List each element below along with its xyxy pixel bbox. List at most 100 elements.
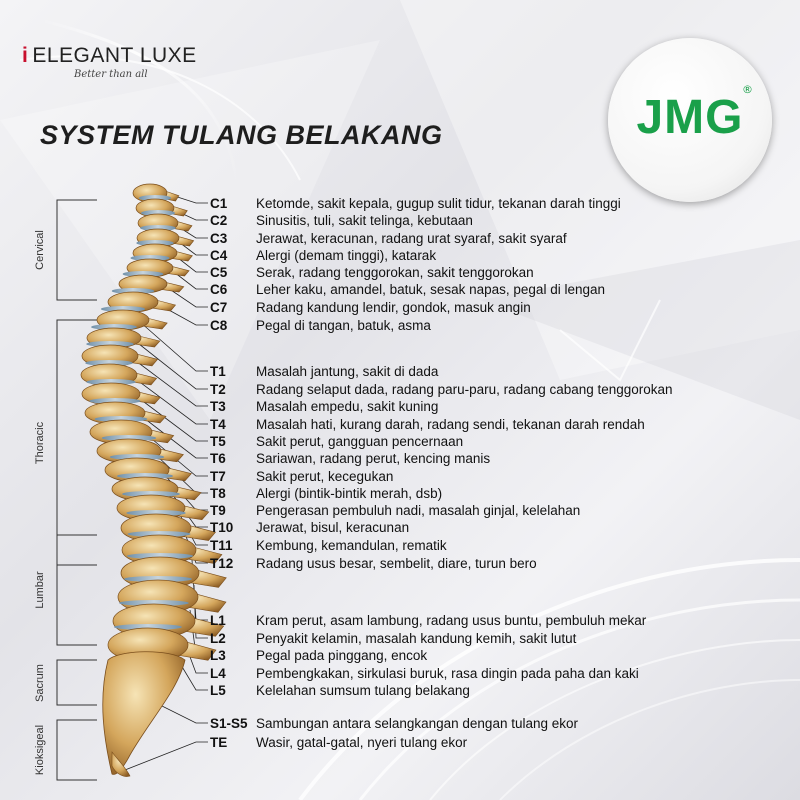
segment-code: T7 bbox=[210, 468, 226, 484]
segment-code: T8 bbox=[210, 485, 226, 501]
segment-description: Penyakit kelamin, masalah kandung kemih,… bbox=[256, 630, 577, 646]
segment-code: C8 bbox=[210, 317, 228, 333]
brand-name-text: ELEGANT LUXE bbox=[32, 44, 197, 67]
segment-description: Jerawat, bisul, keracunan bbox=[256, 519, 410, 535]
intervertebral-disc bbox=[89, 398, 141, 404]
segment-description: Pegal pada pinggang, encok bbox=[256, 647, 428, 663]
segment-description: Kram perut, asam lambung, radang usus bu… bbox=[256, 612, 647, 628]
segment-row-t8: T8 Alergi (bintik-bintik merah, dsb) bbox=[210, 484, 442, 502]
leader-line bbox=[133, 339, 208, 390]
region-label-lumbar: Lumbar bbox=[34, 571, 46, 609]
segment-code: T4 bbox=[210, 416, 226, 432]
segment-code: C1 bbox=[210, 195, 228, 211]
intervertebral-disc bbox=[126, 510, 186, 516]
region-bracket bbox=[56, 719, 97, 781]
leader-line bbox=[124, 741, 208, 771]
leader-line bbox=[135, 395, 208, 442]
segment-row-t5: T5 Sakit perut, gangguan pencernaan bbox=[210, 432, 463, 450]
intervertebral-disc bbox=[111, 288, 155, 294]
region-label-sacrum: Sacrum bbox=[34, 663, 46, 702]
segment-code: L3 bbox=[210, 647, 226, 663]
leader-line bbox=[169, 268, 208, 290]
brand-prefix: i bbox=[22, 44, 29, 67]
segment-code: T2 bbox=[210, 381, 226, 397]
segment-description: Kelelahan sumsum tulang belakang bbox=[256, 682, 470, 698]
segment-row-c8: C8 Pegal di tangan, batuk, asma bbox=[210, 316, 431, 334]
vertebral-column bbox=[80, 183, 227, 777]
segment-description: Alergi (demam tinggi), katarak bbox=[256, 247, 437, 263]
segment-description: Radang kandung lendir, gondok, masuk ang… bbox=[256, 299, 531, 315]
segment-description: Sambungan antara selangkangan dengan tul… bbox=[256, 715, 579, 731]
intervertebral-disc bbox=[127, 531, 191, 537]
segment-description: Pegal di tangan, batuk, asma bbox=[256, 317, 431, 333]
segment-description: Masalah jantung, sakit di dada bbox=[256, 363, 439, 379]
leader-line bbox=[139, 414, 208, 459]
segment-row-t9: T9 Pengerasan pembuluh nadi, masalah ginj… bbox=[210, 501, 580, 519]
leader-line bbox=[139, 321, 208, 372]
segment-description: Alergi (bintik-bintik merah, dsb) bbox=[256, 485, 443, 501]
region-bracket bbox=[56, 659, 97, 706]
region-label-kioksigeal: Kioksigeal bbox=[34, 724, 46, 776]
intervertebral-disc bbox=[116, 473, 174, 479]
segment-code: C6 bbox=[210, 281, 228, 297]
segment-description: Kembung, kemandulan, rematik bbox=[256, 537, 447, 553]
segment-description: Wasir, gatal-gatal, nyeri tulang ekor bbox=[256, 734, 468, 750]
leader-line bbox=[145, 433, 208, 477]
jmg-logo-text: JMG bbox=[636, 91, 744, 144]
region-bracket bbox=[56, 534, 97, 646]
region-bracket bbox=[56, 319, 97, 566]
segment-row-c2: C2 Sinusitis, tuli, sakit telinga, kebuta… bbox=[210, 211, 473, 229]
intervertebral-disc bbox=[114, 624, 182, 630]
intervertebral-disc bbox=[126, 553, 194, 559]
segment-description: Pembengkakan, sirkulasi buruk, rasa ding… bbox=[256, 665, 639, 681]
segment-description: Serak, radang tenggorokan, sakit tenggor… bbox=[256, 264, 534, 280]
segment-row-l4: L4 Pembengkakan, sirkulasi buruk, rasa di… bbox=[210, 664, 639, 682]
page-title: SYSTEM TULANG BELAKANG bbox=[40, 120, 443, 150]
segment-code: TE bbox=[210, 734, 228, 750]
region-brackets bbox=[56, 199, 97, 781]
segment-row-c1: C1 Ketomde, sakit kepala, gugup sulit tid… bbox=[210, 194, 621, 212]
segment-description: Radang usus besar, sembelit, diare, turu… bbox=[256, 555, 537, 571]
sacrum bbox=[102, 651, 186, 775]
segment-code: C5 bbox=[210, 264, 228, 280]
intervertebral-disc bbox=[100, 306, 146, 312]
segment-code: C4 bbox=[210, 247, 228, 263]
segment-code: T5 bbox=[210, 433, 226, 449]
intervertebral-disc bbox=[124, 576, 192, 582]
segment-row-c5: C5 Serak, radang tenggorokan, sakit tengg… bbox=[210, 263, 534, 281]
segment-description: Pengerasan pembuluh nadi, masalah ginjal… bbox=[256, 502, 581, 518]
intervertebral-disc bbox=[101, 435, 157, 441]
region-label-cervical: Cervical bbox=[34, 230, 46, 270]
segment-code: L4 bbox=[210, 665, 226, 681]
intervertebral-disc bbox=[91, 324, 137, 330]
segment-code: C7 bbox=[210, 299, 228, 315]
segment-description: Sakit perut, gangguan pencernaan bbox=[256, 433, 464, 449]
leader-line bbox=[164, 285, 208, 308]
segment-description: Sinusitis, tuli, sakit telinga, kebutaan bbox=[256, 212, 473, 228]
segment-code: T11 bbox=[210, 537, 233, 553]
segment-description: Sariawan, radang perut, kencing manis bbox=[256, 450, 491, 466]
segment-row-te: TE Wasir, gatal-gatal, nyeri tulang ekor bbox=[210, 733, 467, 751]
segment-code: C3 bbox=[210, 230, 228, 246]
brand-tagline: Better than all bbox=[74, 69, 148, 80]
jmg-logo: JMG ® bbox=[608, 38, 772, 202]
segment-code: T9 bbox=[210, 502, 226, 518]
registered-mark: ® bbox=[742, 83, 753, 96]
segment-description: Ketomde, sakit kepala, gugup sulit tidur… bbox=[256, 195, 621, 211]
segment-code: C2 bbox=[210, 212, 228, 228]
intervertebral-disc bbox=[94, 416, 148, 422]
intervertebral-disc bbox=[85, 360, 133, 366]
